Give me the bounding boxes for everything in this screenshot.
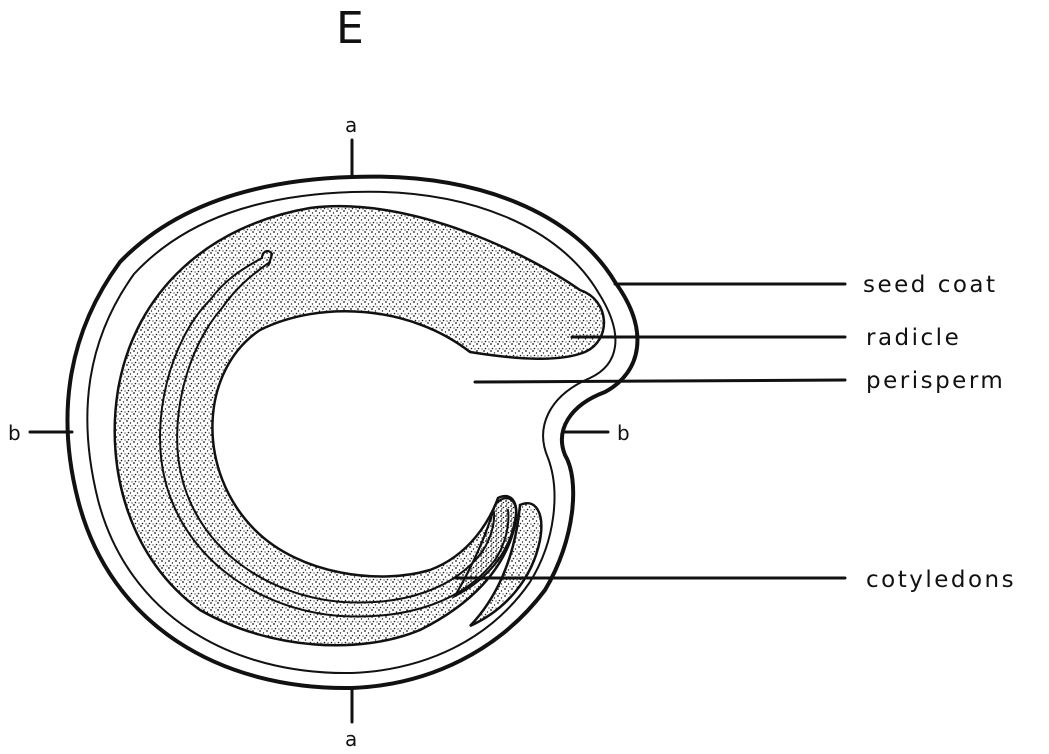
axis-label-top: a — [345, 113, 357, 137]
label-radicle: radicle — [866, 325, 961, 351]
axis-label-right: b — [617, 421, 630, 445]
label-perisperm: perisperm — [866, 368, 1005, 394]
panel-letter: E — [336, 3, 364, 54]
axis-label-bottom: a — [345, 727, 357, 751]
axis-label-left: b — [8, 421, 21, 445]
leader-perisperm — [475, 380, 845, 382]
label-seed-coat: seed coat — [863, 272, 998, 298]
label-cotyledons: cotyledons — [866, 567, 1016, 593]
